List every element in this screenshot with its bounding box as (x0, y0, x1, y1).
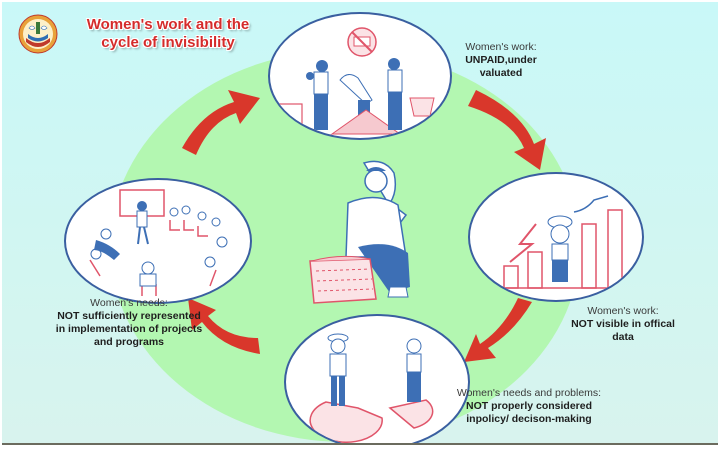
women-working-unpaid-icon (271, 27, 435, 135)
stage-unpaid-label: Women's work: UNPAID,under valuated (454, 41, 548, 80)
stage-not-represented-label: Women's needs: NOT sufficiently represen… (54, 297, 204, 349)
stage-not-considered-emphasis: NOT properly considered inpolicy/ deciso… (465, 400, 593, 425)
woman-with-basket-icon (302, 157, 442, 307)
slide: Women's work and the cycle of invisibili… (2, 2, 718, 445)
stage-not-considered-heading: Women's needs and problems: (456, 387, 602, 399)
title-line-2: cycle of invisibility (101, 34, 235, 51)
meeting-circle-icon (89, 189, 228, 296)
stage-not-represented-emphasis: NOT sufficiently represented in implemen… (55, 310, 203, 348)
slide-title: Women's work and the cycle of invisibili… (68, 16, 268, 52)
stage-unpaid-illustration (268, 12, 452, 140)
stage-not-represented-heading: Women's needs: (90, 297, 168, 309)
stage-unpaid-emphasis: UNPAID,under valuated (465, 54, 537, 79)
stage-not-visible-emphasis: NOT visible in offical data (571, 318, 675, 343)
stage-not-visible-heading: Women's work: (587, 305, 659, 317)
stage-not-visible-label: Women's work: NOT visible in offical dat… (568, 305, 678, 344)
stage-not-considered-label: Women's needs and problems: NOT properly… (444, 387, 614, 426)
stage-not-represented-illustration (64, 178, 252, 304)
stage-not-visible-illustration (468, 172, 644, 302)
bar-chart-woman-icon (490, 195, 630, 289)
stage-unpaid-heading: Women's work: (465, 41, 537, 53)
emblem-seal-icon (18, 14, 58, 54)
title-line-1: Women's work and the (86, 16, 250, 33)
pie-chart-people-icon (309, 333, 434, 443)
stage-not-considered-illustration (284, 314, 470, 443)
